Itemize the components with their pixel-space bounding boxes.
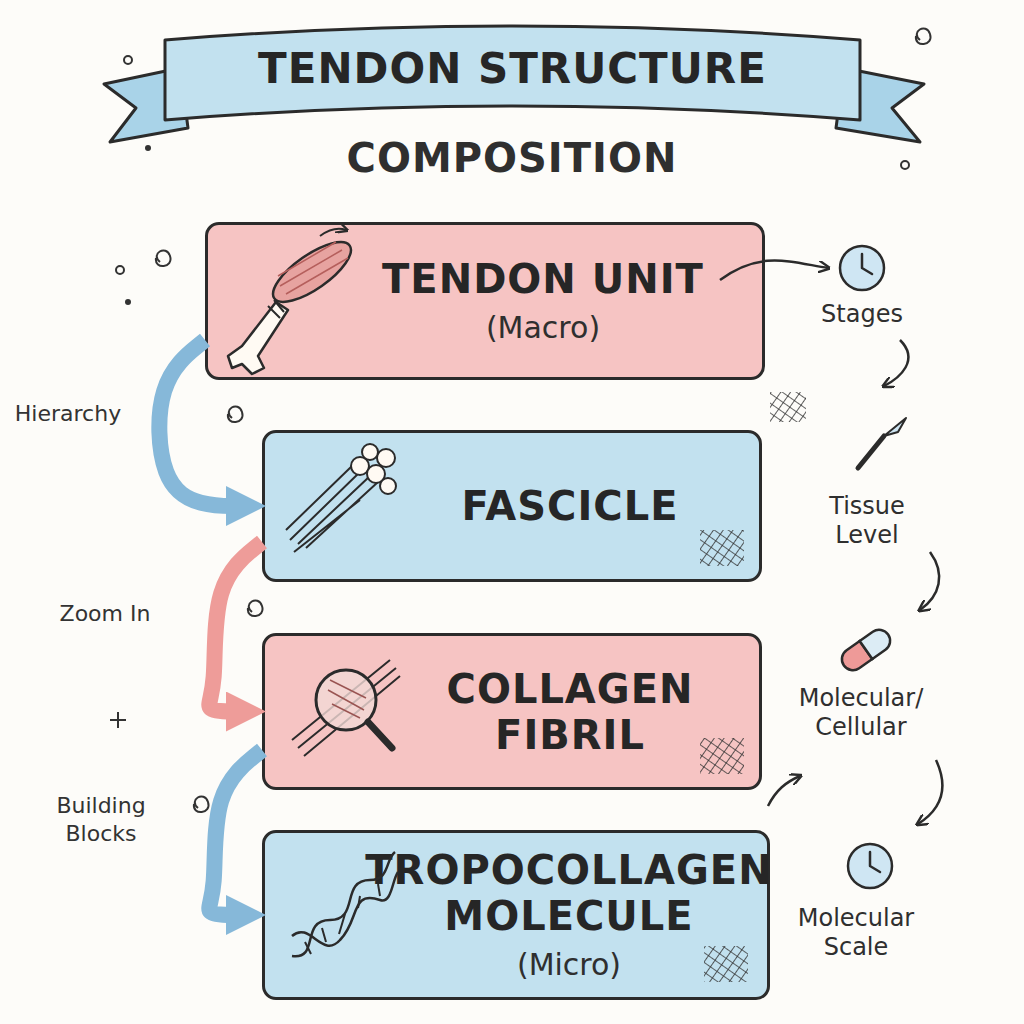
fiber-bundle	[286, 466, 378, 552]
leader-arrow	[918, 760, 942, 824]
muscle-fibers	[278, 242, 348, 294]
scale-label: Stages	[802, 300, 922, 329]
level-box: COLLAGEN FIBRIL	[262, 633, 762, 790]
clock-icon	[840, 246, 884, 290]
doodle-dot	[116, 266, 124, 274]
level-name: TENDON UNIT	[382, 256, 704, 302]
arrow-label: Building Blocks	[46, 792, 156, 847]
magnifier-icon	[292, 660, 400, 756]
muscle-shape	[265, 232, 360, 313]
tendon-lines	[268, 300, 284, 318]
leader-arrow	[720, 261, 828, 281]
hatch-mark	[700, 738, 744, 774]
level-name: TROPOCOLLAGEN MOLECULE	[365, 847, 772, 939]
hierarchy-arrow	[209, 542, 262, 712]
motion-arrow	[320, 229, 346, 236]
helix-strand	[292, 852, 395, 956]
helix-rungs	[305, 884, 380, 954]
doodle-swirl	[228, 406, 243, 422]
arrow-label: Hierarchy	[8, 400, 128, 428]
clock-face	[848, 844, 892, 888]
doodle-swirl	[194, 796, 209, 812]
scale-label: Molecular Scale	[786, 904, 926, 962]
leader-arrow	[768, 776, 800, 806]
leader-arrow	[884, 340, 908, 386]
hatch-mark	[770, 392, 806, 422]
doodle-swirl	[248, 600, 263, 616]
pill-icon	[838, 626, 895, 675]
level-box: TROPOCOLLAGEN MOLECULE (Micro)	[262, 830, 770, 1000]
scale-label: Tissue Level	[812, 492, 922, 550]
doodle-swirl	[156, 250, 171, 266]
scale-note: (Macro)	[486, 308, 600, 347]
ribbon-tail	[104, 68, 188, 142]
hierarchy-arrow	[209, 750, 262, 915]
clock-face	[840, 246, 884, 290]
magnifier-handle	[368, 722, 392, 748]
pill-half	[838, 641, 873, 675]
fibril-lines	[292, 660, 400, 756]
hatch-mark	[704, 946, 748, 982]
scale-label: Molecular/ Cellular	[786, 684, 936, 742]
leader-arrow	[920, 552, 939, 610]
scalpel-icon	[858, 418, 906, 468]
clock-icon	[848, 844, 892, 888]
doodle-swirl	[916, 28, 931, 44]
level-box: TENDON UNIT (Macro)	[205, 222, 765, 380]
helix-strand	[292, 872, 398, 946]
helix-icon	[292, 852, 398, 956]
lens-detail	[328, 680, 366, 718]
fascicle-icon	[286, 444, 396, 552]
doodle-dot	[901, 161, 909, 169]
clock-hands	[862, 254, 872, 274]
scalpel-blade	[884, 418, 906, 436]
level-name: COLLAGEN FIBRIL	[395, 666, 745, 758]
muscle-bone-icon	[228, 229, 359, 374]
diagram-title: TENDON STRUCTURE	[165, 44, 860, 93]
doodle-dot	[145, 145, 151, 151]
doodle-sparkle	[110, 712, 126, 728]
bone-shape	[228, 302, 288, 374]
title-ribbon	[165, 26, 860, 120]
fiber-end	[351, 457, 369, 475]
pill-half	[860, 626, 895, 660]
fiber-end	[380, 478, 396, 494]
hierarchy-arrow	[159, 340, 238, 506]
doodle-dot	[125, 299, 131, 305]
level-box: FASCICLE	[262, 430, 762, 582]
scalpel-handle	[858, 436, 884, 468]
fiber-end	[362, 444, 378, 460]
fiber-end	[367, 465, 385, 483]
ribbon-tail	[836, 68, 924, 142]
subtitle: COMPOSITION	[0, 134, 1024, 182]
arrow-label: Zoom In	[50, 600, 160, 628]
scale-note: (Micro)	[517, 945, 621, 984]
level-name: FASCICLE	[462, 483, 679, 529]
fiber-end	[377, 449, 395, 467]
hatch-mark	[700, 530, 744, 566]
clock-hands	[870, 852, 880, 872]
magnifier-lens	[316, 670, 376, 730]
doodle-dot	[124, 56, 132, 64]
